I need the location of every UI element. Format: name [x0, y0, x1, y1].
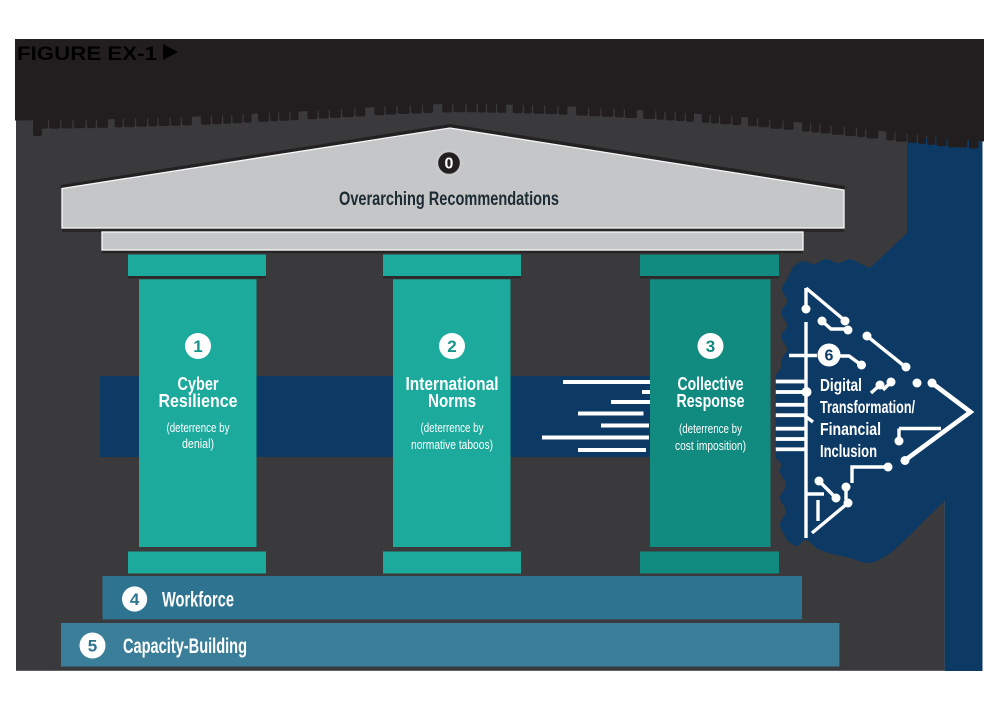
- svg-text:normative taboos): normative taboos): [411, 438, 493, 452]
- svg-text:Transformation/: Transformation/: [820, 397, 915, 417]
- svg-text:Overarching Recommendations: Overarching Recommendations: [339, 188, 559, 210]
- svg-text:denial): denial): [182, 437, 214, 451]
- svg-text:(deterrence by: (deterrence by: [679, 422, 743, 436]
- svg-text:Inclusion: Inclusion: [820, 441, 877, 461]
- svg-text:Resilience: Resilience: [159, 391, 238, 411]
- svg-text:3: 3: [706, 337, 715, 356]
- svg-text:2: 2: [447, 337, 456, 356]
- svg-text:Collective: Collective: [678, 374, 744, 394]
- svg-text:Capacity-Building: Capacity-Building: [123, 635, 247, 658]
- svg-text:4: 4: [130, 590, 140, 609]
- svg-text:1: 1: [193, 337, 202, 356]
- svg-text:6: 6: [825, 348, 834, 365]
- svg-text:Norms: Norms: [428, 391, 476, 411]
- svg-text:cost imposition): cost imposition): [675, 439, 746, 453]
- svg-text:(deterrence by: (deterrence by: [167, 421, 231, 435]
- svg-text:Response: Response: [677, 391, 745, 411]
- svg-text:5: 5: [88, 637, 97, 656]
- svg-text:Financial: Financial: [820, 419, 881, 439]
- svg-text:Digital: Digital: [820, 375, 862, 395]
- svg-text:International: International: [406, 374, 499, 394]
- svg-text:Workforce: Workforce: [162, 589, 234, 612]
- svg-text:FIGURE EX-1: FIGURE EX-1: [17, 44, 157, 65]
- svg-text:Cyber: Cyber: [178, 374, 219, 394]
- svg-text:0: 0: [445, 156, 454, 173]
- svg-text:(deterrence by: (deterrence by: [421, 421, 485, 435]
